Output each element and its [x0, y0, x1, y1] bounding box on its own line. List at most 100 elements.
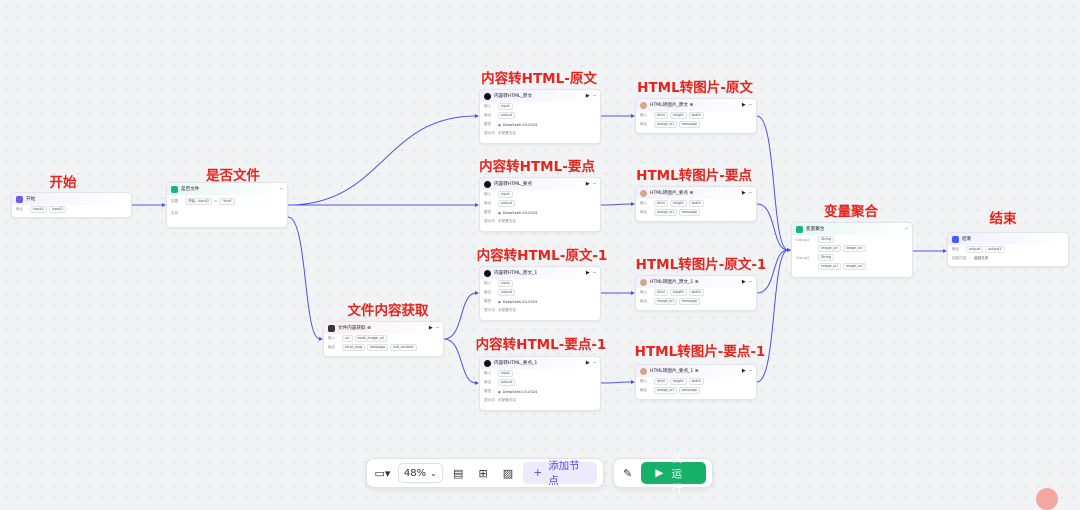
- run-icon[interactable]: ▶: [585, 360, 590, 366]
- more-icon[interactable]: ···: [748, 102, 753, 108]
- run-icon[interactable]: ▶: [741, 279, 746, 285]
- edge-arrow: [475, 291, 479, 295]
- more-icon[interactable]: ···: [435, 325, 440, 331]
- more-icon[interactable]: ···: [279, 186, 284, 192]
- label-fetch: 文件内容获取: [347, 303, 429, 319]
- edge[interactable]: [443, 338, 477, 384]
- label-img-orig1: HTML转图片-原文-1: [635, 257, 767, 273]
- edge-arrow: [475, 114, 479, 118]
- node-title: HTML转图片_原文 ⊕: [650, 103, 694, 108]
- plugin-icon: [640, 189, 647, 197]
- end-icon: [952, 235, 959, 243]
- assistant-avatar[interactable]: [1036, 488, 1058, 510]
- node-title: 是否文件: [181, 187, 200, 192]
- param-tag: input2: [48, 206, 66, 213]
- edge[interactable]: [443, 292, 477, 340]
- canvas-toolbar: ▭▾ 48%⌄ ▤ ⊞ ▨ +添加节点: [366, 458, 604, 488]
- edge-arrow: [943, 249, 947, 253]
- edge-arrow: [475, 203, 479, 207]
- comment-icon[interactable]: ▤: [453, 466, 464, 480]
- run-icon[interactable]: ▶: [585, 181, 590, 187]
- play-icon: ▶: [655, 467, 664, 479]
- node-title: 变量聚合: [806, 227, 825, 232]
- more-icon[interactable]: ···: [592, 93, 597, 99]
- label-agg: 变量聚合: [824, 204, 878, 220]
- test-run-button[interactable]: ▶试运行: [641, 453, 706, 495]
- debug-icon[interactable]: ✎: [623, 466, 633, 480]
- run-icon[interactable]: ▶: [585, 270, 590, 276]
- model-icon: ◆: [498, 389, 501, 394]
- run-toolbar: ✎ ▶试运行: [613, 453, 713, 495]
- label-html-orig1: 内容转HTML-原文-1: [476, 248, 608, 264]
- llm-icon: [484, 269, 491, 277]
- node-title: 结束: [962, 237, 972, 242]
- grid-icon[interactable]: ▨: [502, 466, 514, 480]
- edge-arrow: [631, 380, 635, 384]
- edge-arrow: [475, 381, 479, 385]
- plugin-icon: [640, 101, 647, 109]
- minimap-icon[interactable]: ▭▾: [374, 466, 391, 480]
- edge[interactable]: [600, 381, 633, 384]
- edge[interactable]: [600, 203, 633, 206]
- label-start: 开始: [49, 175, 77, 191]
- node-fetch[interactable]: 文件内容获取 ⊕▶··· 输入 url book_image_url 输出 er…: [323, 321, 444, 357]
- label-html-key: 内容转HTML-要点: [479, 159, 595, 175]
- param-tag: input1: [30, 206, 47, 213]
- model-icon: ◆: [498, 210, 501, 215]
- run-icon[interactable]: ▶: [585, 93, 590, 99]
- node-start[interactable]: 开始 输出 input1 input2: [11, 192, 132, 218]
- node-title: 内容转HTML_要点: [494, 182, 533, 187]
- edge[interactable]: [756, 203, 789, 251]
- edge-arrow: [631, 202, 635, 206]
- add-node-button[interactable]: +添加节点: [523, 460, 597, 487]
- run-icon[interactable]: ▶: [741, 190, 746, 196]
- run-icon[interactable]: ▶: [741, 368, 746, 374]
- layout-icon[interactable]: ⊞: [478, 466, 488, 480]
- zoom-select[interactable]: 48%⌄: [397, 463, 443, 483]
- edge-arrow: [162, 203, 166, 207]
- edge[interactable]: [287, 115, 477, 206]
- more-icon[interactable]: ···: [748, 279, 753, 285]
- label-img-key1: HTML转图片-要点-1: [634, 344, 766, 360]
- run-icon[interactable]: ▶: [428, 325, 433, 331]
- edge[interactable]: [756, 115, 789, 251]
- model-icon: ◆: [498, 299, 501, 304]
- plugin-icon: [640, 278, 647, 286]
- aggregate-icon: [796, 225, 803, 233]
- node-title: 开始: [26, 197, 36, 202]
- edge-arrow: [631, 114, 635, 118]
- llm-icon: [484, 359, 491, 367]
- more-icon[interactable]: ···: [748, 190, 753, 196]
- more-icon[interactable]: ···: [592, 181, 597, 187]
- node-isfile[interactable]: 是否文件··· 如果 开始 - input2 = "true" 否则: [166, 182, 288, 228]
- edge-arrow: [631, 291, 635, 295]
- more-icon[interactable]: ···: [592, 360, 597, 366]
- node-title: HTML转图片_原文_1 ⊕: [650, 280, 699, 285]
- edge[interactable]: [756, 249, 789, 383]
- plus-icon: +: [533, 467, 543, 479]
- node-title: 内容转HTML_要点_1: [494, 361, 538, 366]
- edge[interactable]: [756, 249, 789, 294]
- edge[interactable]: [287, 216, 321, 340]
- node-title: HTML转图片_要点 ⊕: [650, 191, 694, 196]
- node-title: 内容转HTML_原文_1: [494, 271, 538, 276]
- more-icon[interactable]: ···: [592, 270, 597, 276]
- file-icon: [328, 324, 335, 332]
- more-icon[interactable]: ···: [748, 368, 753, 374]
- more-icon[interactable]: ···: [904, 226, 909, 232]
- branch-icon: [171, 185, 178, 193]
- label-end: 结束: [989, 211, 1017, 227]
- run-icon[interactable]: ▶: [741, 102, 746, 108]
- llm-icon: [484, 180, 491, 188]
